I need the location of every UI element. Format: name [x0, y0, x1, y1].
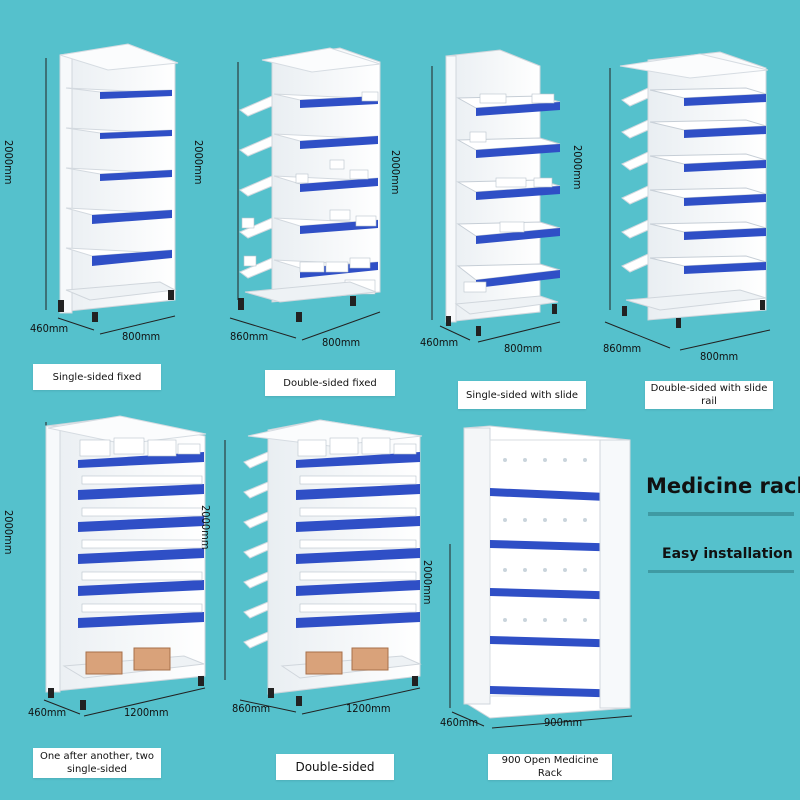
- page-title: Medicine rack: [646, 474, 800, 498]
- rack1-depth: 460mm: [30, 322, 69, 335]
- rack6-depth: 860mm: [232, 702, 271, 715]
- rack-double-sided-slide: [604, 51, 771, 351]
- rack7-depth: 460mm: [440, 716, 479, 729]
- rack5-height: 2000mm: [2, 510, 15, 555]
- rack-two-single-sided: [43, 415, 207, 717]
- rack7-width: 900mm: [544, 716, 583, 729]
- label-single-sided-fixed: Single-sided fixed: [33, 364, 161, 390]
- rack4-width: 800mm: [700, 350, 739, 363]
- label-single-sided-slide: Single-sided with slide: [458, 381, 586, 409]
- label-two-single-sided: One after another, two single-sided: [33, 748, 161, 778]
- rack-double-sided-fixed: [229, 47, 381, 341]
- rack2-width: 800mm: [322, 336, 361, 349]
- rack1-height: 2000mm: [2, 140, 15, 185]
- rack-900-open: [449, 425, 633, 729]
- rack5-depth: 460mm: [28, 706, 67, 719]
- rack3-depth: 460mm: [420, 336, 459, 349]
- rack-single-sided-fixed: [45, 43, 179, 335]
- rack6-height: 2000mm: [199, 505, 212, 550]
- rack4-height: 2000mm: [571, 145, 584, 190]
- rack6-width: 1200mm: [346, 702, 391, 715]
- rack5-width: 1200mm: [124, 706, 169, 719]
- label-double-sided: Double-sided: [276, 754, 394, 780]
- feature-underline: [648, 570, 794, 573]
- rack-single-sided-slide: [431, 49, 561, 343]
- rack3-width: 800mm: [504, 342, 543, 355]
- feature-badge: Easy installation: [662, 546, 793, 562]
- rack1-width: 800mm: [122, 330, 161, 343]
- rack-double-sided-1200: [224, 419, 423, 715]
- rack4-depth: 860mm: [603, 342, 642, 355]
- title-underline: [648, 512, 794, 516]
- label-double-sided-slide: Double-sided with slide rail: [645, 381, 773, 409]
- rack2-depth: 860mm: [230, 330, 269, 343]
- rack3-height: 2000mm: [389, 150, 402, 195]
- rack2-height: 2000mm: [192, 140, 205, 185]
- rack7-height: 2000mm: [421, 560, 434, 605]
- label-double-sided-fixed: Double-sided fixed: [265, 370, 395, 396]
- label-900-open: 900 Open Medicine Rack: [488, 754, 612, 780]
